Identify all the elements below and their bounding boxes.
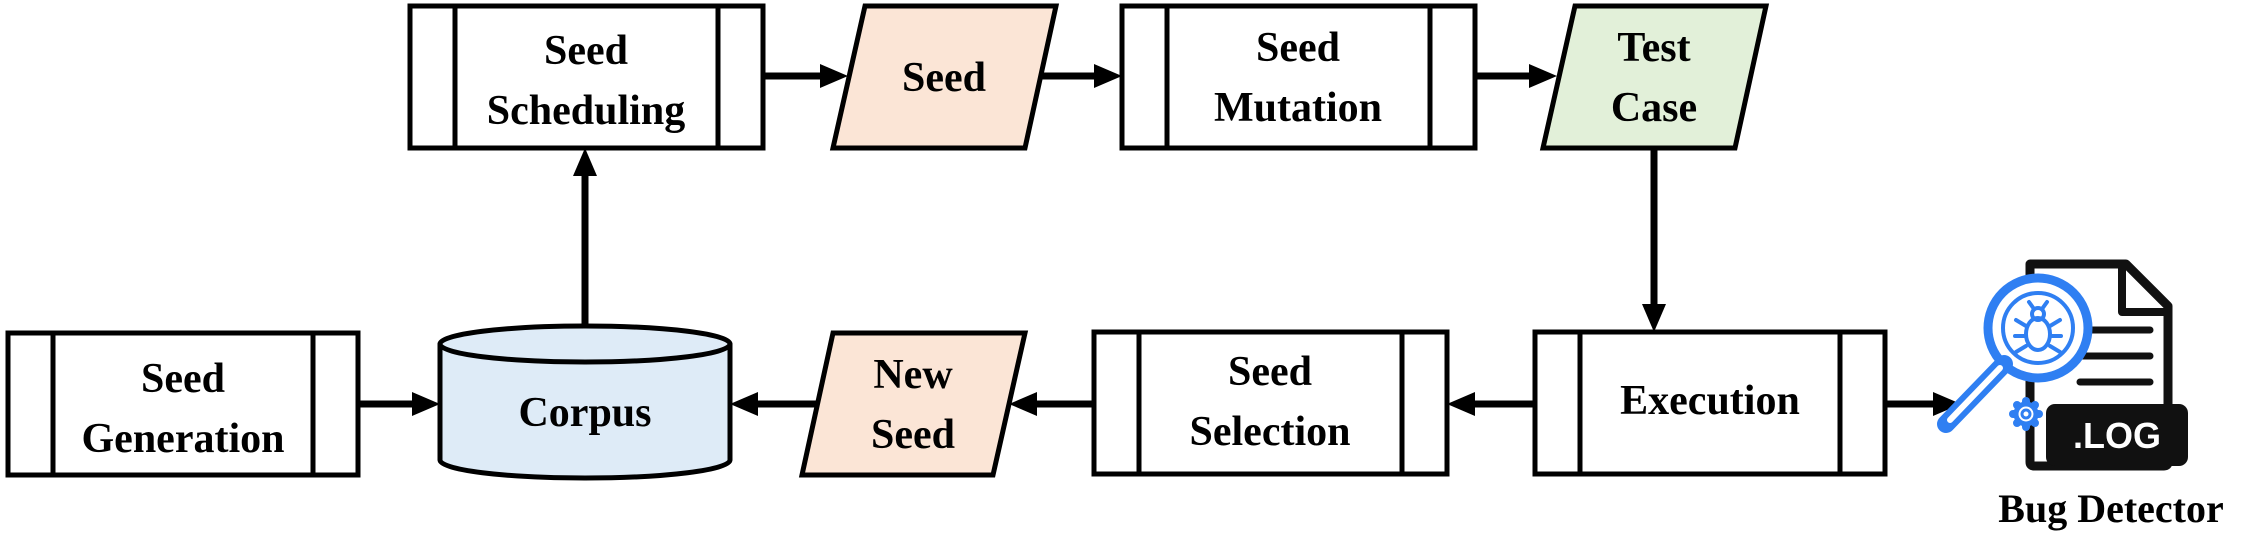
seed-mutation-label-1: Seed <box>1256 25 1340 71</box>
test-case-label-1: Test <box>1617 25 1690 71</box>
bug-icon <box>2013 300 2063 354</box>
test-case-data-node: Test Case <box>1539 3 1770 151</box>
corpus-node: Corpus <box>437 323 733 481</box>
bug-detector: .LOG Bug Detector <box>1937 259 2224 531</box>
seed-generation-label-2: Generation <box>82 416 285 462</box>
seed-scheduling-label-1: Seed <box>544 28 628 74</box>
arrow-generation-to-corpus <box>358 392 440 416</box>
arrow-newseed-to-corpus <box>730 392 817 416</box>
arrow-corpus-to-scheduling <box>573 148 597 326</box>
arrow-seed-to-mutation <box>1040 64 1122 88</box>
seed-label: Seed <box>902 55 986 101</box>
log-badge-text: .LOG <box>2073 415 2161 456</box>
arrow-mutation-to-testcase <box>1475 64 1557 88</box>
gear-icon <box>2009 397 2043 431</box>
seed-generation-label-1: Seed <box>141 356 225 402</box>
execution-node: Execution <box>1532 329 1888 477</box>
corpus-cylinder-top <box>437 323 733 365</box>
corpus-cylinder <box>437 344 733 481</box>
arrow-selection-to-newseed <box>1009 392 1094 416</box>
seed-generation-node: Seed Generation <box>5 330 361 478</box>
seed-scheduling-node: Seed Scheduling <box>407 3 766 151</box>
seed-selection-node: Seed Selection <box>1091 329 1450 477</box>
corpus-label: Corpus <box>518 390 651 436</box>
new-seed-label-2: Seed <box>871 412 955 458</box>
seed-selection-label-1: Seed <box>1228 349 1312 395</box>
bug-detector-label: Bug Detector <box>1998 486 2223 531</box>
arrow-execution-to-selection <box>1447 392 1535 416</box>
test-case-label-2: Case <box>1611 85 1697 131</box>
execution-label: Execution <box>1620 378 1800 424</box>
new-seed-data-node: New Seed <box>798 330 1029 478</box>
seed-shape <box>829 3 1060 151</box>
log-badge <box>2046 404 2188 466</box>
new-seed-label-1: New <box>873 352 953 398</box>
test-case-shape <box>1539 3 1770 151</box>
arrow-execution-to-bug-detector <box>1885 392 1961 416</box>
new-seed-shape <box>798 330 1029 478</box>
arrow-scheduling-to-seed <box>763 64 848 88</box>
seed-mutation-label-2: Mutation <box>1214 85 1382 131</box>
seed-mutation-node: Seed Mutation <box>1119 3 1478 151</box>
seed-scheduling-label-2: Scheduling <box>487 88 685 134</box>
seed-data-node: Seed <box>829 3 1060 151</box>
seed-selection-label-2: Selection <box>1190 409 1351 455</box>
arrow-testcase-to-execution <box>1642 148 1666 332</box>
